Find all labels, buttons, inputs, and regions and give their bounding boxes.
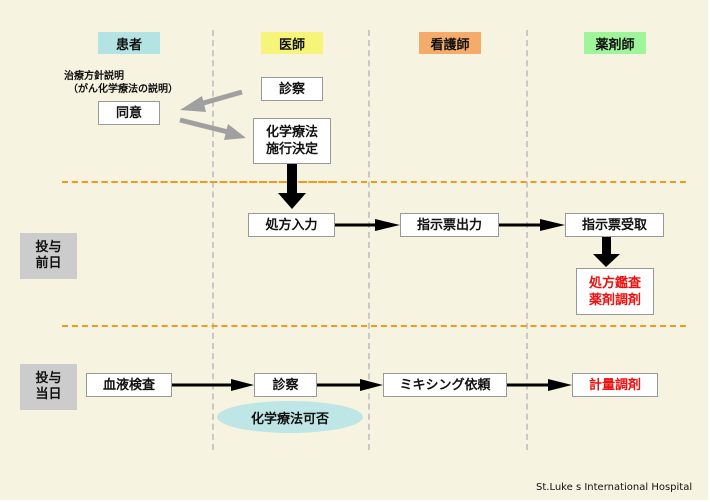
prescription-entry-box: 処方入力 — [248, 213, 335, 237]
arrow-blood-test-to-exam — [172, 379, 254, 391]
day-before-label-line-1: 投与 — [35, 240, 62, 255]
day-before-label-line-2: 前日 — [35, 256, 62, 271]
consent-box: 同意 — [98, 101, 160, 125]
doctor-exam-box: 診察 — [261, 77, 323, 101]
gray-arrow-exam-to-consent — [180, 89, 243, 112]
lane-divider — [526, 30, 528, 450]
chemo-decision-box: 化学療法 施行決定 — [253, 118, 331, 164]
prescription-audit-box: 処方鑑査 薬剤調剤 — [576, 268, 654, 315]
gray-arrow-consent-to-decision — [179, 117, 246, 140]
phase-divider-day-of — [62, 325, 686, 327]
note-line-1: 治療方針説明 — [64, 71, 124, 82]
column-header-doctor: 医師 — [261, 32, 323, 54]
phase-divider-day-before — [62, 181, 686, 183]
column-header-patient: 患者 — [98, 32, 160, 54]
lane-divider — [368, 30, 370, 450]
column-header-pharmacist: 薬剤師 — [584, 32, 646, 54]
audit-line-1: 処方鑑査 — [588, 275, 641, 291]
day-of-label-line-2: 当日 — [35, 387, 62, 402]
chemo-feasibility-ellipse: 化学療法可否 — [217, 401, 363, 433]
arrow-exam-to-mixing — [317, 379, 383, 391]
day-of-exam-box: 診察 — [254, 373, 317, 397]
black-arrow-decision-to-entry — [278, 164, 306, 209]
arrow-output-to-receive — [499, 219, 565, 231]
arrow-entry-to-output — [335, 219, 400, 231]
instruction-receive-box: 指示票受取 — [565, 213, 664, 237]
dosing-box: 計量調剤 — [572, 373, 658, 397]
day-of-label-line-1: 投与 — [35, 371, 62, 386]
treatment-explanation-note: 治療方針説明 （がん化学療法の説明） — [64, 70, 178, 96]
chemo-decision-line-1: 化学療法 — [265, 125, 318, 140]
black-arrow-receive-to-audit — [593, 237, 620, 267]
mixing-request-box: ミキシング依頼 — [383, 373, 507, 397]
column-header-nurse: 看護師 — [419, 32, 481, 54]
note-line-2: （がん化学療法の説明） — [68, 84, 178, 95]
lane-divider — [212, 30, 214, 450]
instruction-output-box: 指示票出力 — [400, 213, 499, 237]
arrow-mixing-to-dosing — [507, 379, 572, 391]
chemo-decision-line-2: 施行決定 — [265, 142, 318, 157]
audit-line-2: 薬剤調剤 — [588, 292, 641, 308]
blood-test-box: 血液検査 — [86, 373, 172, 397]
day-of-label: 投与 当日 — [20, 364, 77, 410]
day-before-label: 投与 前日 — [20, 233, 77, 279]
hospital-credit: St.Luke s International Hospital — [536, 482, 693, 493]
